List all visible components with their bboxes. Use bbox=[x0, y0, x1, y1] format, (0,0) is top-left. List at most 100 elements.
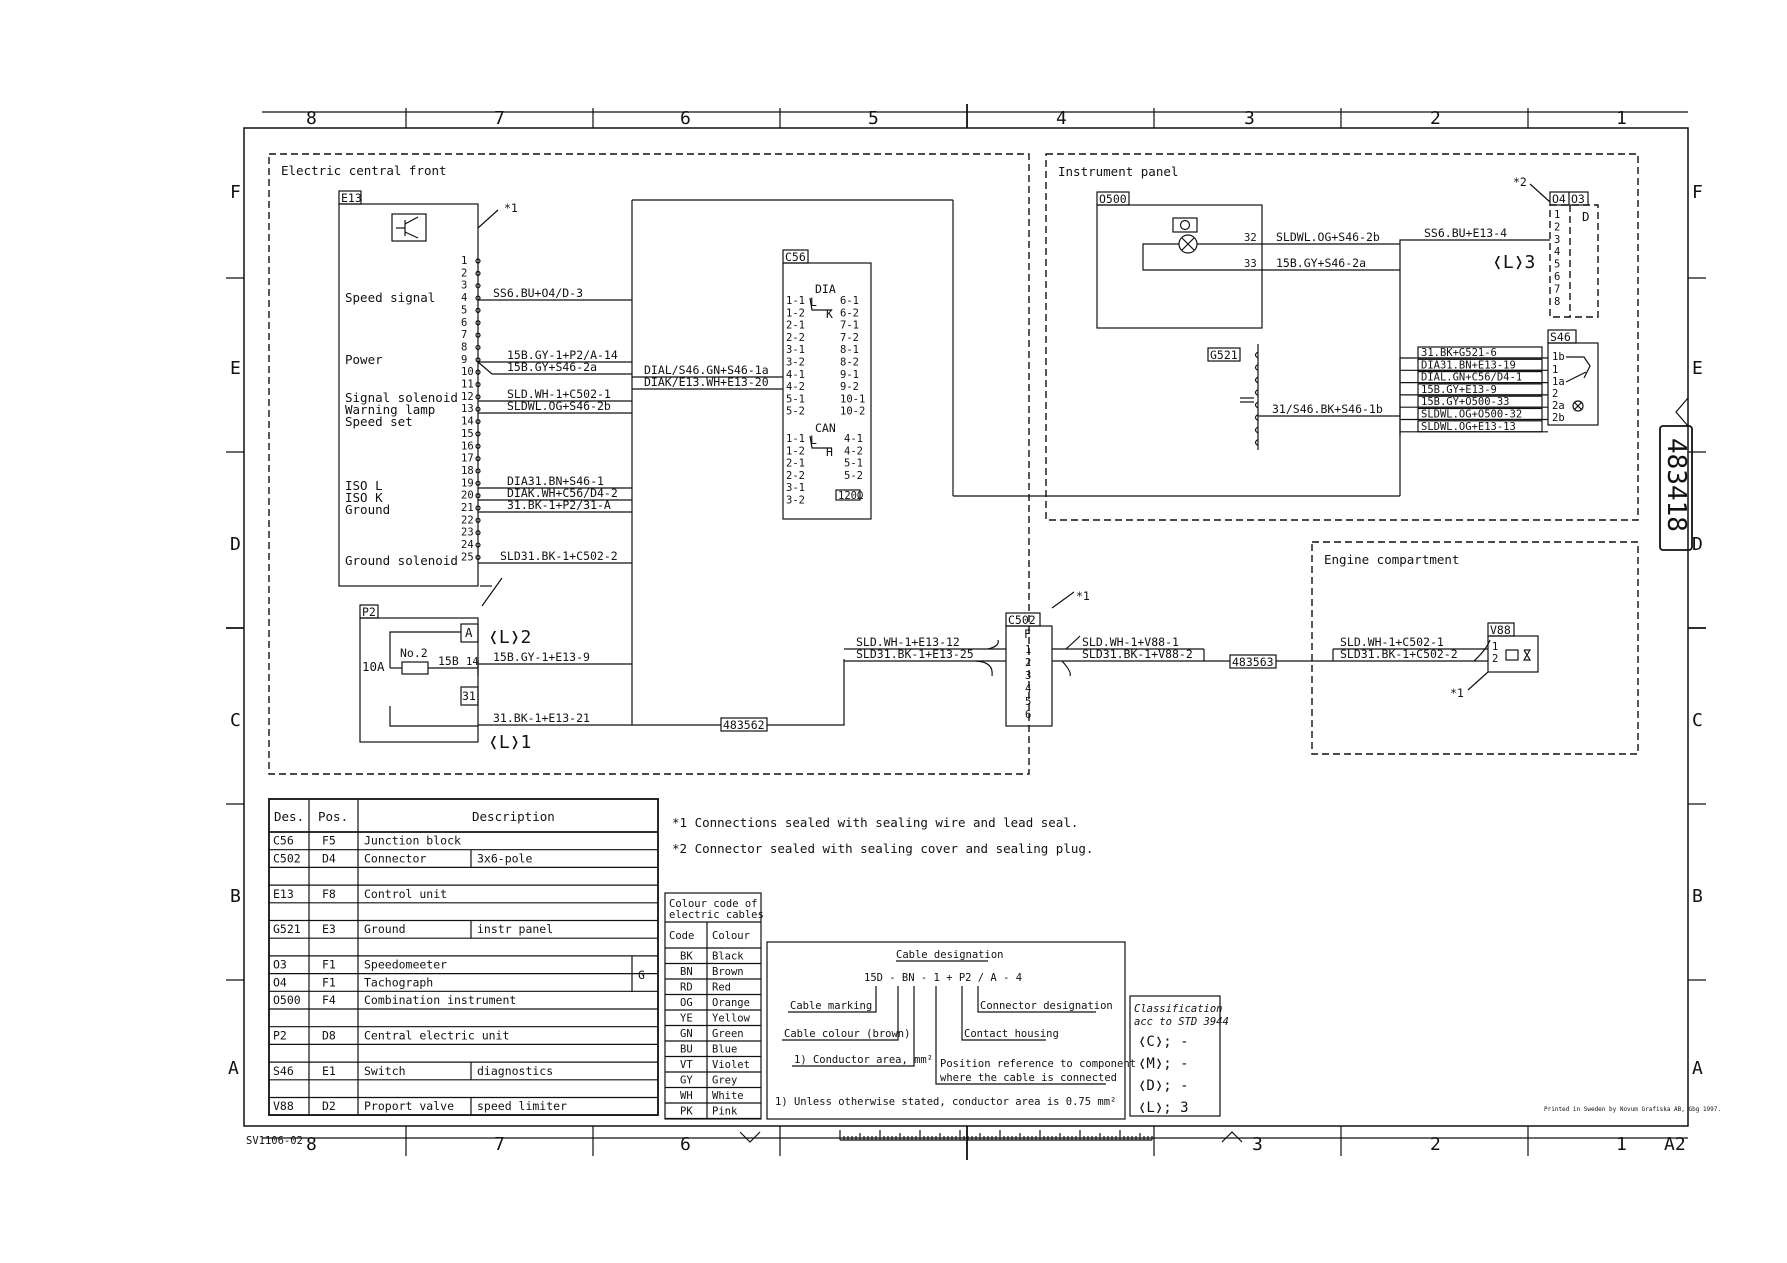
wire-31bk: 31.BK-1+P2/31-A bbox=[507, 498, 611, 512]
cable-designation-box: Cable designation 15D - BN - 1 + P2 / A … bbox=[766, 941, 1136, 1120]
colour-code: WH bbox=[680, 1090, 693, 1102]
row-D-right: D bbox=[1692, 534, 1703, 555]
row-D-left: D bbox=[230, 534, 241, 555]
link-ref-l2: ❬L❭2 bbox=[488, 627, 531, 648]
classification-title-1: Classification bbox=[1134, 1003, 1223, 1015]
o4o3-seal-note: *2 bbox=[1513, 175, 1527, 189]
e13-label: E13 bbox=[341, 191, 362, 205]
connector-c502: C502 F 1 2 3 4 5 6 *1 SLD.WH-1+E13-12 SL… bbox=[844, 589, 1333, 727]
proportional-valve-v88: V88 1 2 SLD.WH-1+C502-1 SLD31.BK-1+C502-… bbox=[1332, 622, 1539, 700]
wire-p2-31: 31.BK-1+E13-21 bbox=[493, 711, 590, 725]
drawing-number: 483418 bbox=[1661, 438, 1691, 532]
v88-pin-2: 2 bbox=[1492, 653, 1498, 665]
o4o3-pin-number: 6 bbox=[1554, 271, 1560, 283]
v88-seal-note: *1 bbox=[1450, 686, 1464, 700]
legend-des: E13 bbox=[273, 887, 294, 901]
valve-icon bbox=[1522, 649, 1532, 661]
wire-speed: SS6.BU+O4/D-3 bbox=[493, 286, 583, 300]
colour-code: BK bbox=[680, 951, 693, 963]
wire-sld: SLD.WH-1+C502-1 bbox=[507, 387, 611, 401]
legend-pos: F1 bbox=[322, 975, 336, 989]
col-8-top: 8 bbox=[306, 108, 317, 129]
colour-title-1: Colour code of bbox=[669, 898, 758, 910]
row-C-right: C bbox=[1692, 710, 1703, 731]
s46-wire-box bbox=[1417, 358, 1543, 371]
p2-pin-14: 14 bbox=[466, 656, 479, 668]
g521-label: G521 bbox=[1210, 348, 1238, 362]
colour-header-colour: Colour bbox=[712, 930, 750, 942]
c502-label: C502 bbox=[1008, 613, 1036, 627]
row-E-right: E bbox=[1692, 358, 1703, 379]
c56-dia-right-pin: 6-1 bbox=[840, 295, 859, 307]
control-unit-e13: E13 Speed signal Power Signal solenoid W… bbox=[338, 190, 518, 607]
wire-p2-15b: 15B.GY-1+E13-9 bbox=[493, 650, 590, 664]
scale-ruler bbox=[839, 1130, 1153, 1141]
c56-can-left-pin: 3-2 bbox=[786, 495, 805, 507]
c56-dia-right-pin: 8-2 bbox=[840, 357, 859, 369]
e13-pin-terminal bbox=[475, 307, 481, 313]
e13-pin-number: 12 bbox=[461, 391, 474, 403]
e13-pin-number: 24 bbox=[461, 539, 474, 551]
cable-designation-title: Cable designation bbox=[896, 949, 1003, 961]
e13-pin-terminal bbox=[475, 505, 481, 511]
fn-iso-k: ISO K bbox=[345, 490, 383, 505]
e13-pin-number: 19 bbox=[461, 477, 474, 489]
c56-can-right-pin: 5-2 bbox=[844, 470, 863, 482]
wire-c502-1-left: SLD.WH-1+E13-12 bbox=[856, 635, 960, 649]
classification-title-2: acc to STD 3944 bbox=[1134, 1016, 1229, 1028]
s46-wire-box bbox=[1417, 371, 1543, 384]
legend-description: Control unit bbox=[364, 887, 447, 901]
legend-description: Switch bbox=[364, 1064, 406, 1078]
c56-dia-right-pin: 8-1 bbox=[840, 344, 859, 356]
switch-s46: S46 1b 1 1a 2 2a 2b 31.BK+G521-6DIA31.BN… bbox=[1399, 329, 1599, 436]
e13-pin-number: 20 bbox=[461, 490, 474, 502]
e13-pin-terminal bbox=[475, 443, 481, 449]
s46-pin-1: 1 bbox=[1552, 364, 1558, 376]
wire-c502-2-left: SLD31.BK-1+E13-25 bbox=[856, 647, 974, 661]
o500-label: O500 bbox=[1099, 192, 1127, 206]
e13-pin-number: 25 bbox=[461, 551, 474, 563]
ground-g521: G521 31/S46.BK+S46-1b bbox=[1207, 344, 1400, 450]
colour-title-2: electric cables bbox=[669, 909, 764, 921]
zone-title-ec: Engine compartment bbox=[1324, 552, 1459, 567]
c56-pin-rows: 1-11-22-12-23-13-24-14-25-15-26-16-27-17… bbox=[786, 295, 865, 507]
c56-can-right-pin: 4-2 bbox=[844, 445, 863, 457]
e13-pin-terminal bbox=[475, 418, 481, 425]
position-ref-1: Position reference to component bbox=[940, 1058, 1136, 1070]
s46-pin-2b: 2b bbox=[1552, 412, 1565, 424]
lamp-icon bbox=[1179, 219, 1191, 231]
colour-code: RD bbox=[680, 982, 693, 994]
c56-h: H bbox=[826, 445, 833, 459]
row-E-left: E bbox=[230, 358, 241, 379]
c56-dia-right-pin: 7-1 bbox=[840, 320, 859, 332]
wire-v88-2: SLD31.BK-1+C502-2 bbox=[1340, 647, 1458, 661]
wire-c502-1-right: SLD.WH-1+V88-1 bbox=[1082, 635, 1179, 649]
e13-pin-number: 10 bbox=[461, 366, 474, 378]
cable-designation-example: 15D - BN - 1 + P2 / A - 4 bbox=[864, 972, 1022, 984]
legend-extra: diagnostics bbox=[477, 1064, 553, 1078]
legend-header-pos: Pos. bbox=[318, 809, 348, 824]
fn-power: Power bbox=[345, 352, 383, 367]
valve-coil-icon bbox=[1505, 649, 1519, 661]
cable-footnote: 1) Unless otherwise stated, conductor ar… bbox=[775, 1096, 1116, 1108]
row-A-left: A bbox=[228, 1058, 239, 1079]
e13-pin-number: 17 bbox=[461, 453, 474, 465]
legend-des: C502 bbox=[273, 851, 301, 865]
c56-dia-right-pin: 9-2 bbox=[840, 381, 859, 393]
central-electric-unit-p2: P2 A 31 No.2 10A 15B 14 ❬L❭2 ❬L❭1 15B.GY… bbox=[359, 604, 845, 753]
e13-pin-terminal bbox=[475, 344, 481, 351]
o4o3-header: D bbox=[1582, 209, 1590, 224]
note-1: *1 Connections sealed with sealing wire … bbox=[672, 815, 1078, 830]
legend-pos: F5 bbox=[322, 834, 336, 848]
row-F-left: F bbox=[230, 182, 241, 203]
wire-dial-s46: DIAL/S46.GN+S46-1a bbox=[644, 363, 769, 377]
g521-tick bbox=[1254, 376, 1259, 384]
legend-pos: F4 bbox=[322, 993, 336, 1007]
e13-pin-number: 18 bbox=[461, 465, 474, 477]
c56-can-left-pin: 3-1 bbox=[786, 482, 805, 494]
classification-box: Classification acc to STD 3944 ❬C❭; - ❬M… bbox=[1129, 995, 1229, 1117]
s46-wire-box bbox=[1417, 383, 1543, 396]
c56-can-link bbox=[809, 435, 832, 449]
e13-pin-number: 14 bbox=[461, 416, 474, 428]
colour-name: White bbox=[712, 1090, 744, 1102]
